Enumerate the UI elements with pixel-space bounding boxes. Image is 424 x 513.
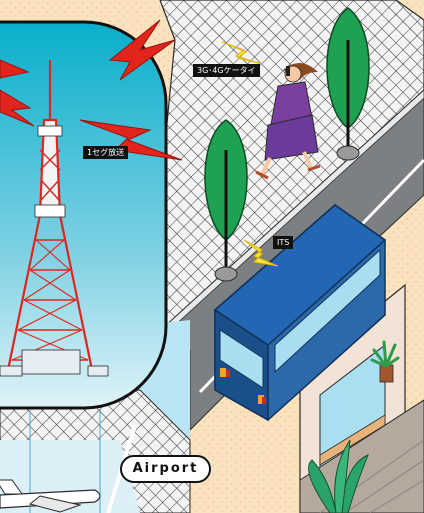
tower-base xyxy=(0,366,22,376)
tower-base xyxy=(88,366,108,376)
tower-bubble xyxy=(0,22,166,408)
label-mobile: 3G･4Gケータイ xyxy=(193,64,260,77)
tower-deck xyxy=(38,126,62,136)
label-oneseg: 1セグ放送 xyxy=(83,146,128,159)
tower-deck xyxy=(35,205,65,217)
airport-sign: Airport xyxy=(120,455,211,483)
tower-base xyxy=(22,350,80,374)
label-its: ITS xyxy=(273,236,293,249)
